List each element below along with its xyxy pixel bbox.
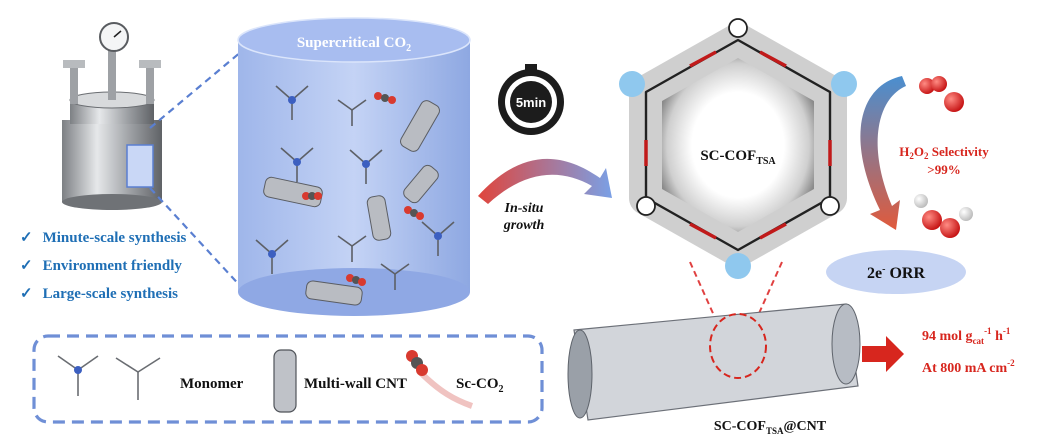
zoom-line-cnt-left — [689, 261, 717, 321]
selectivity-arrow — [860, 76, 906, 230]
check-icon: ✓ — [20, 258, 33, 274]
benefit-environment: ✓ Environment friendly — [20, 256, 182, 275]
benefit-large-scale: ✓ Large-scale synthesis — [20, 284, 178, 303]
cof-framework — [619, 18, 857, 279]
legend-box — [32, 334, 544, 424]
legend-cnt-label: Multi-wall CNT — [304, 376, 407, 392]
check-icon: ✓ — [20, 230, 33, 246]
benefit-text: Minute-scale synthesis — [42, 230, 187, 246]
cof-label: SC-COFTSA — [700, 148, 776, 167]
timer-label: 5min — [516, 95, 546, 110]
reactor-illustration — [62, 22, 162, 210]
h2o2-molecule — [914, 194, 973, 238]
performance-rate: 94 mol gcat-1 h-1 — [922, 326, 1011, 346]
composite-label: SC-COFTSA@CNT — [714, 419, 827, 436]
legend-monomer-icon — [57, 355, 161, 400]
benefit-text: Large-scale synthesis — [42, 286, 178, 302]
performance-arrow — [862, 336, 904, 372]
zoom-line-top — [149, 45, 249, 129]
check-icon: ✓ — [20, 286, 33, 302]
orr-badge — [826, 250, 966, 294]
o2-molecule — [919, 76, 964, 112]
in-situ-arrow — [478, 158, 612, 204]
timer-icon — [498, 64, 564, 135]
benefit-text: Environment friendly — [42, 258, 182, 274]
selectivity-value: >99% — [927, 162, 960, 177]
molecules-in-cylinder — [255, 85, 455, 290]
co2-in-cylinder — [302, 92, 424, 286]
legend-co2-icon — [406, 350, 474, 409]
zoom-line-cnt-right — [755, 261, 783, 321]
cylinder-title: Supercritical CO2 — [297, 35, 411, 54]
legend-monomer-label: Monomer — [180, 376, 244, 392]
legend-cnt-icon — [273, 349, 297, 413]
selectivity-label: H2O2 Selectivity — [899, 144, 989, 161]
performance-current: At 800 mA cm-2 — [922, 358, 1015, 376]
zoom-line-bottom — [149, 187, 256, 303]
legend-co2-label: Sc-CO2 — [456, 376, 504, 395]
benefit-minute-scale: ✓ Minute-scale synthesis — [20, 228, 186, 247]
cnt-composite — [567, 303, 861, 421]
orr-label: 2e- ORR — [867, 264, 925, 282]
